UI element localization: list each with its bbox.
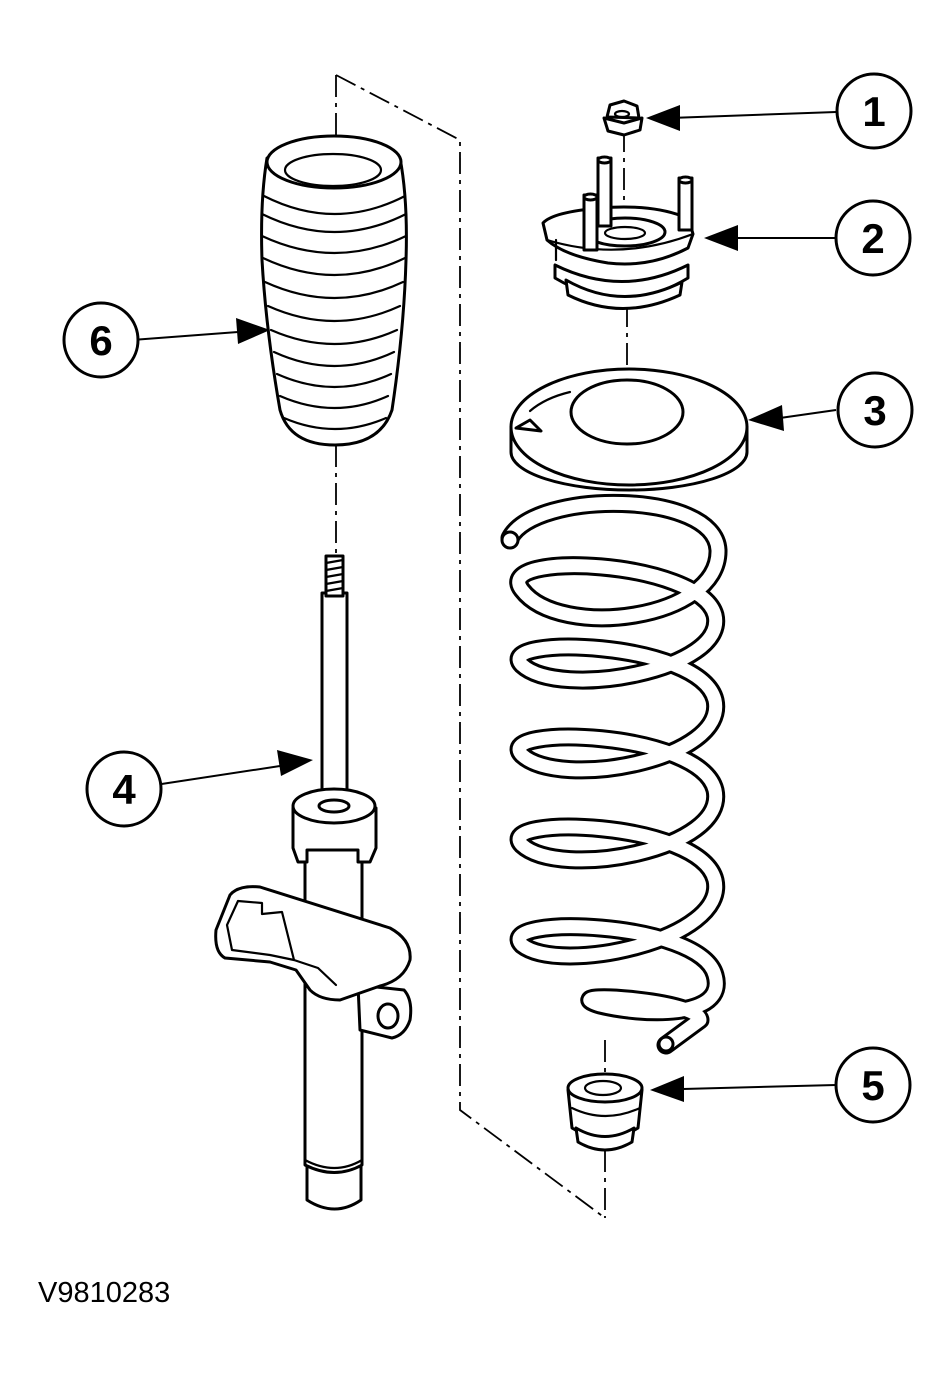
strut-icon [214,554,413,1211]
callout-4: 4 [85,750,163,828]
dust-boot-icon [260,134,408,447]
callout-4-label: 4 [112,766,136,813]
coil-spring-icon [500,493,728,1055]
callout-5: 5 [834,1046,912,1124]
callout-5-label: 5 [861,1062,884,1109]
callout-6: 6 [62,301,140,379]
figure-code: V9810283 [38,1277,170,1309]
bump-stop-icon [566,1072,644,1152]
callout-2: 2 [834,199,912,277]
nut-icon [602,99,644,137]
callout-3: 3 [836,371,914,449]
callout-2-label: 2 [861,215,884,262]
callout-3-label: 3 [863,387,886,434]
callout-1: 1 [835,72,913,150]
spring-seat-icon [509,367,749,492]
callout-6-label: 6 [89,317,112,364]
top-mount-icon [541,155,695,310]
callout-1-label: 1 [862,88,885,135]
leader-lines [131,105,837,1102]
